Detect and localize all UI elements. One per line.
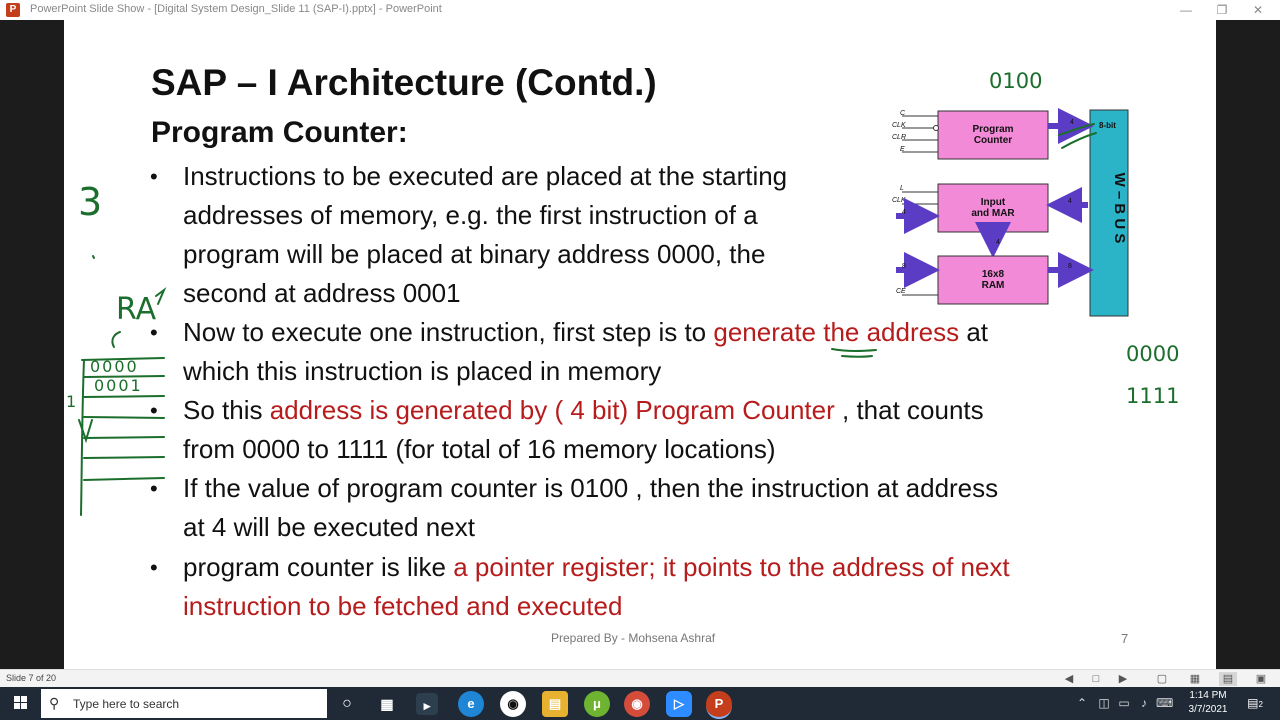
next-icon[interactable]: ▶: [1118, 673, 1128, 685]
search-placeholder: Type here to search: [73, 697, 180, 711]
mar-ram-width: 4: [996, 239, 1000, 246]
bullet-item: • Now to execute one instruction, first …: [150, 313, 1140, 391]
slide-title: SAP – I Architecture (Contd.): [151, 62, 657, 103]
pc-input-cp: C: [900, 110, 906, 117]
ram-label-1: 16x8: [982, 269, 1005, 280]
highlight-text: a pointer register; it points to the add…: [453, 552, 1010, 582]
mar-input-clk: CLK: [892, 197, 906, 204]
utorrent-icon[interactable]: μ: [584, 691, 610, 717]
tray-volume-icon[interactable]: ♪: [1141, 696, 1147, 710]
notes-icon[interactable]: □: [1092, 673, 1100, 685]
tray-keyboard-icon[interactable]: ⌨: [1156, 696, 1174, 710]
pc-label-1: Program: [972, 124, 1013, 135]
ink-memory-side: [80, 359, 85, 516]
windows-start-icon[interactable]: [6, 691, 36, 716]
bus-width-label: 8-bit: [1099, 121, 1116, 130]
mar-in-width: 4: [1068, 198, 1072, 205]
windows-taskbar: ⚲ Type here to search ○ ▦ ▸ e ◉ ▤ μ ◉ ▷ …: [0, 687, 1280, 720]
taskbar-search-box[interactable]: ⚲ Type here to search: [41, 689, 327, 718]
slideshow-stage: SAP – I Architecture (Contd.) Program Co…: [0, 20, 1280, 669]
bullet-item: • program counter is like a pointer regi…: [150, 548, 1140, 626]
window-titlebar: P PowerPoint Slide Show - [Digital Syste…: [0, 0, 1280, 21]
bullet-item: • Instructions to be executed are placed…: [150, 157, 1140, 313]
mar-left-width: 4: [902, 209, 906, 216]
chrome-icon[interactable]: ◉: [624, 691, 650, 717]
highlight-text: address is generated by ( 4 bit) Program…: [269, 395, 835, 425]
slideshow-icon[interactable]: ▣: [1255, 673, 1267, 685]
ink-note-mem-0001: 0001: [94, 376, 143, 395]
clock-time: 1:14 PM: [1189, 690, 1227, 701]
bullet-item: • So this address is generated by ( 4 bi…: [150, 391, 1140, 469]
ink-note-mem-1: 1: [66, 392, 77, 411]
pc-input-ep: E: [900, 146, 905, 153]
notification-icon[interactable]: ▤2: [1247, 696, 1263, 710]
task-view-icon[interactable]: ▦: [380, 696, 394, 712]
bullet-icon: •: [150, 476, 158, 501]
reading-view-icon[interactable]: ▤: [1219, 672, 1237, 686]
cortana-icon[interactable]: ○: [342, 695, 352, 712]
ink-note-1111: 1111: [1126, 384, 1180, 408]
ink-pointer: [111, 331, 121, 348]
search-icon: ⚲: [49, 695, 60, 711]
window-title: PowerPoint Slide Show - [Digital System …: [30, 3, 442, 15]
edge-icon[interactable]: e: [458, 691, 484, 717]
slide-sorter-icon[interactable]: ▦: [1189, 673, 1201, 685]
ink-arrow: [78, 419, 93, 444]
slide-info: Slide 7 of 20: [6, 673, 57, 683]
clock-date: 3/7/2021: [1188, 704, 1228, 715]
pc-out-width: 4: [1070, 119, 1074, 126]
bullet-icon: •: [150, 398, 158, 423]
powerpoint-icon: P: [6, 3, 20, 17]
ink-dot: [92, 255, 95, 259]
block-program-counter: [937, 110, 1049, 160]
pc-input-clk: CLK: [892, 122, 906, 129]
ink-note-ra: RA: [116, 292, 157, 327]
powerpoint-icon[interactable]: P: [706, 691, 732, 719]
mar-label-2: and MAR: [971, 208, 1015, 219]
taskbar-clock[interactable]: 1:14 PM 3/7/2021: [1180, 689, 1236, 717]
block-ram: [937, 255, 1049, 305]
zoom-icon[interactable]: ▷: [666, 691, 692, 717]
bullet-icon: •: [150, 164, 158, 189]
highlight-text: instruction to be fetched and executed: [183, 591, 623, 621]
ram-input-ce: CE: [896, 288, 906, 295]
pc-label-2: Counter: [974, 135, 1012, 146]
slide-subtitle: Program Counter:: [151, 116, 408, 149]
tray-chevron-icon[interactable]: ⌃: [1076, 696, 1088, 710]
prev-icon[interactable]: ◀: [1064, 673, 1074, 685]
ram-label-2: RAM: [982, 280, 1005, 291]
ink-note-mem-0000: 0000: [90, 357, 139, 376]
highlight-text: generate the address: [713, 317, 960, 347]
bullet-icon: •: [150, 320, 158, 345]
sap-diagram: 8-bit W – B U S Program Counter C CLK CL…: [892, 108, 1129, 317]
sublime-icon[interactable]: ▸: [416, 693, 438, 715]
mar-input-lm: L: [900, 185, 904, 192]
pc-input-clr: CLR: [892, 134, 906, 141]
bullet-item: • If the value of program counter is 010…: [150, 469, 1140, 547]
bullet-icon: •: [150, 555, 158, 580]
tray-network-icon[interactable]: ◫: [1098, 696, 1110, 710]
close-icon[interactable]: ✕: [1252, 3, 1264, 17]
app-icon[interactable]: ◉: [500, 691, 526, 717]
slide[interactable]: SAP – I Architecture (Contd.) Program Co…: [64, 20, 1216, 669]
file-explorer-icon[interactable]: ▤: [542, 691, 568, 717]
ink-note-0100: 0100: [989, 69, 1043, 93]
restore-icon[interactable]: ❐: [1216, 3, 1228, 17]
ram-out-width: 8: [1068, 263, 1072, 270]
ink-note-3: 3: [78, 180, 103, 224]
tray-battery-icon[interactable]: ▭: [1118, 696, 1130, 710]
bullet-list: • Instructions to be executed are placed…: [150, 157, 1140, 626]
slideshow-statusbar: Slide 7 of 20 ◀ □ ▶ ▢ ▦ ▤ ▣: [0, 669, 1280, 688]
slide-page-number: 7: [1121, 631, 1129, 646]
ink-note-0000: 0000: [1126, 342, 1180, 366]
notification-count: 2: [1258, 700, 1263, 709]
slide-footer: Prepared By - Mohsena Ashraf: [551, 631, 716, 645]
normal-view-icon[interactable]: ▢: [1156, 673, 1168, 685]
ram-in-width: 8: [902, 263, 906, 270]
minimize-icon[interactable]: —: [1180, 3, 1192, 17]
bus-label: W – B U S: [1111, 173, 1128, 244]
mar-label-1: Input: [981, 197, 1006, 208]
